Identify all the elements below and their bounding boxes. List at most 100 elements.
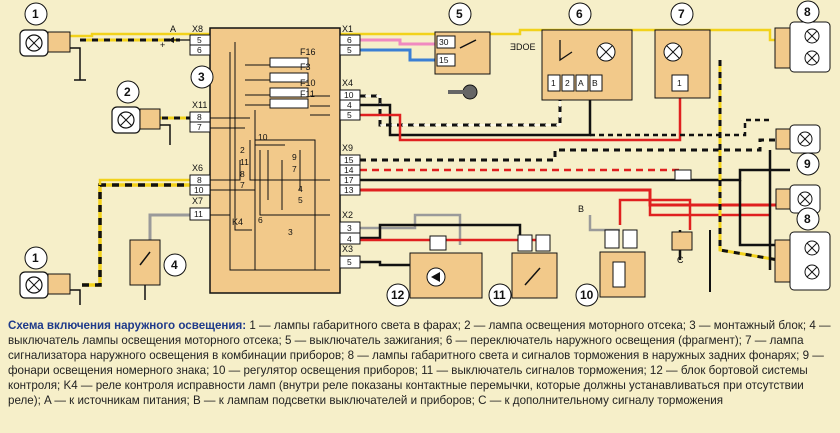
- connector-x7: X7: [192, 196, 203, 206]
- lamp-1-top: [19, 29, 86, 81]
- caption: Схема включения наружного освещения: 1 —…: [8, 318, 834, 409]
- pin: 5: [347, 257, 352, 267]
- component-number: 11: [493, 288, 506, 302]
- label-c: C: [677, 255, 684, 265]
- pin: 5: [347, 110, 352, 120]
- component-number: 1: [32, 7, 39, 21]
- block-pin: 10: [258, 132, 268, 142]
- block-pin: 6: [258, 215, 263, 225]
- arrow-a: A +: [160, 24, 190, 50]
- rear-lamp-8-bottom: [774, 231, 831, 291]
- rear-lamp-8-top: [774, 21, 831, 73]
- lamp-2: [111, 106, 171, 145]
- mounting-block: F16 F3 F10 F11 10 2 11 8 7 9 7 4 5 6 3 K…: [209, 27, 341, 294]
- wire-gray: [148, 213, 190, 240]
- pin: 8: [197, 175, 202, 185]
- connector-x2: X2: [342, 210, 353, 220]
- block-pin: 7: [292, 164, 297, 174]
- component-number: 1: [32, 251, 39, 265]
- pin: 17: [344, 175, 354, 185]
- pin: 11: [194, 209, 203, 219]
- connector-x4: X4: [342, 78, 353, 88]
- pin: 1: [677, 78, 682, 88]
- component-number: 3: [198, 70, 205, 84]
- plate-lamp-9-top: [775, 124, 821, 154]
- connector-x1: X1: [342, 24, 353, 34]
- brake-switch-11: [511, 234, 558, 299]
- connector-pins: X8 5 6 X1 6 5 X11 8 7 X4 10 4 5 X6 8 10 …: [189, 24, 361, 269]
- pin: 30: [439, 37, 449, 47]
- component-number: 2: [124, 85, 131, 99]
- label-b: B: [578, 204, 584, 214]
- caption-title: Схема включения наружного освещения:: [8, 319, 247, 332]
- connector-c: C: [671, 231, 693, 265]
- pin: 4: [347, 234, 352, 244]
- pin: 5: [347, 45, 352, 55]
- regulator-10: B: [578, 204, 646, 298]
- pin: A: [578, 78, 584, 88]
- plate-lamp-9-bottom: [775, 184, 821, 214]
- block-pin: 5: [298, 195, 303, 205]
- pin: 15: [344, 155, 354, 165]
- block-pin: 7: [240, 180, 245, 190]
- pin: B: [592, 78, 598, 88]
- block-pin: 8: [240, 169, 245, 179]
- fuse-label: F16: [300, 47, 316, 57]
- block-pin: 11: [240, 157, 249, 167]
- lamp-1-bottom: [19, 271, 81, 305]
- pin: 7: [197, 122, 202, 132]
- pin: 6: [197, 45, 202, 55]
- pin: 10: [194, 185, 204, 195]
- connector-x3: X3: [342, 244, 353, 254]
- component-number: 12: [391, 288, 405, 302]
- control-block-12: [409, 235, 483, 299]
- wire-pink: [360, 38, 435, 46]
- component-number: 8: [804, 5, 811, 19]
- pin: 8: [197, 112, 202, 122]
- connector-x8: X8: [192, 24, 203, 34]
- connector-x11: X11: [192, 100, 207, 110]
- wires: [68, 28, 791, 292]
- connector-x6: X6: [192, 163, 203, 173]
- dim-symbol: ƎDOE: [510, 42, 536, 52]
- label-a: A: [170, 24, 176, 34]
- component-number: 6: [576, 7, 583, 21]
- component-number: 7: [678, 7, 685, 21]
- pin: 15: [439, 55, 449, 65]
- pin: 10: [344, 90, 354, 100]
- component-number: 5: [456, 7, 463, 21]
- label-plus: +: [160, 40, 165, 50]
- fuse-label: F3: [300, 62, 311, 72]
- block-pin: 3: [288, 227, 293, 237]
- caption-text: 1 — лампы габаритного света в фарах; 2 —…: [8, 319, 831, 408]
- wire-blue: [360, 48, 435, 62]
- pin: 1: [551, 78, 556, 88]
- connector-x9: X9: [342, 143, 353, 153]
- pin: 5: [197, 35, 202, 45]
- pin: 3: [347, 223, 352, 233]
- pin: 4: [347, 100, 352, 110]
- component-number: 10: [580, 288, 594, 302]
- light-switch-6: 1 2 A B ƎDOE: [510, 29, 633, 101]
- wire-yellow: [68, 28, 790, 42]
- pin: 2: [565, 78, 570, 88]
- block-pin: 2: [240, 145, 245, 155]
- fuse-label: F10: [300, 78, 316, 88]
- switch-4: [129, 239, 161, 300]
- indicator-lamp-7: 1: [654, 29, 711, 99]
- diagram-canvas: F16 F3 F10 F11 10 2 11 8 7 9 7 4 5 6 3 K…: [19, 0, 831, 307]
- fuse-label: F11: [300, 89, 315, 99]
- block-pin: 9: [292, 152, 297, 162]
- relay-k4-label: K4: [232, 217, 243, 227]
- component-number: 8: [804, 212, 811, 226]
- component-number: 9: [804, 157, 811, 171]
- pin: 14: [344, 165, 354, 175]
- pin: 13: [344, 185, 354, 195]
- wire-tag: [674, 169, 692, 181]
- pin: 6: [347, 35, 352, 45]
- component-numbers: 1 2 3 4 5 6 7 8 9 8 1 12 11 10: [24, 0, 820, 307]
- block-pin: 4: [298, 184, 303, 194]
- component-number: 4: [171, 258, 178, 272]
- ignition-switch-5: 30 15: [434, 31, 491, 100]
